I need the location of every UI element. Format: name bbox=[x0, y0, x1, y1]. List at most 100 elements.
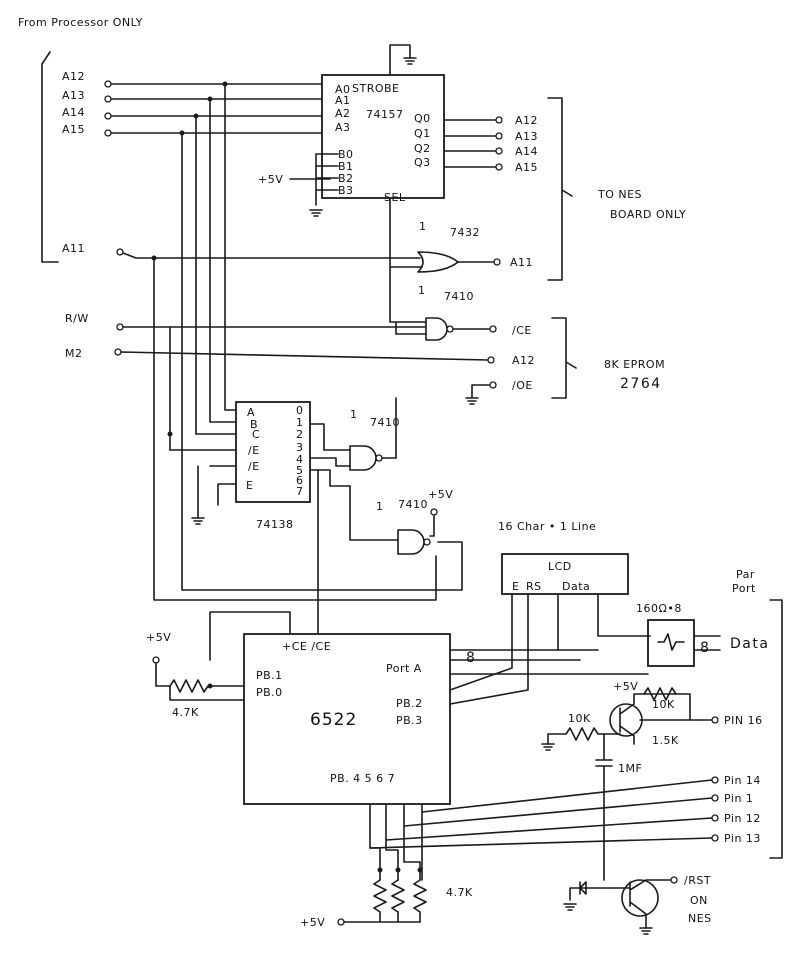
terminal-a11 bbox=[116, 248, 124, 256]
pin-138-e3: E bbox=[246, 479, 253, 492]
e-ground-symbol bbox=[191, 517, 205, 525]
wire-10k-a bbox=[547, 733, 567, 745]
pin-138-o2: 2 bbox=[296, 428, 304, 441]
bus-porta bbox=[449, 593, 651, 661]
pin-138-e2: /E bbox=[248, 460, 260, 473]
pin-138-a: A bbox=[247, 406, 255, 419]
terminal-q2 bbox=[495, 147, 503, 155]
wire-a15-138 bbox=[181, 132, 463, 591]
input-a13-label: A13 bbox=[62, 89, 85, 102]
nes-a15-label: A15 bbox=[515, 161, 538, 174]
terminal-rst bbox=[670, 876, 678, 884]
terminal-pin1 bbox=[711, 794, 719, 802]
terminal-m2 bbox=[114, 348, 122, 356]
rst-on-label: ON bbox=[690, 894, 708, 907]
lcd-name: LCD bbox=[548, 560, 572, 573]
b-ground-symbol bbox=[309, 209, 323, 217]
plus5v-label-5: +5V bbox=[300, 916, 325, 929]
eprom-a12-label: A12 bbox=[512, 354, 535, 367]
via-pb1-label: PB.1 bbox=[256, 669, 283, 682]
pin14-label: Pin 14 bbox=[724, 774, 761, 787]
parport-bracket bbox=[769, 599, 783, 859]
nand-gate-mid bbox=[349, 445, 377, 471]
pin-a1: A1 bbox=[335, 94, 351, 107]
ic-6522 bbox=[243, 633, 451, 805]
pullups-value-label: 4.7K bbox=[446, 886, 473, 899]
wire-lcd-e bbox=[449, 593, 513, 691]
nand-mid-fraction: 1 bbox=[350, 408, 358, 421]
pin-q0: Q0 bbox=[414, 112, 431, 125]
cap-label: 1MF bbox=[618, 762, 642, 775]
junction-pull-1 bbox=[377, 867, 383, 873]
nand-ce-name: 7410 bbox=[444, 290, 474, 303]
wire-pullups-5v bbox=[343, 911, 421, 923]
lcd-data-pin: Data bbox=[562, 580, 590, 593]
nand-gate-low bbox=[397, 529, 425, 555]
input-a11-label: A11 bbox=[62, 242, 85, 255]
oe-ground-symbol bbox=[465, 397, 479, 405]
wire-pin13 bbox=[369, 837, 713, 849]
nand-gate-ce bbox=[425, 317, 448, 341]
terminal-a14 bbox=[104, 112, 112, 120]
wire-pb5 bbox=[385, 803, 399, 881]
plus5v-label-1: +5V bbox=[258, 173, 283, 186]
pin-138-o3: 3 bbox=[296, 441, 304, 454]
wire-nand-low-in bbox=[349, 485, 399, 541]
wire-pb0 bbox=[169, 685, 245, 701]
to-nes-label: TO NES bbox=[597, 188, 642, 201]
ic-74157-strobe-label: STROBE bbox=[352, 82, 400, 95]
pin-q3: Q3 bbox=[414, 156, 431, 169]
eprom-part-label: 2764 bbox=[620, 376, 662, 392]
via-pb3-label: PB.3 bbox=[396, 714, 423, 727]
junction-a12 bbox=[222, 81, 228, 87]
pullup-value-label: 4.7K bbox=[172, 706, 199, 719]
junction-pb1 bbox=[207, 683, 213, 689]
pin-a3: A3 bbox=[335, 121, 351, 134]
resistor-10k-b bbox=[643, 687, 677, 701]
junction-a15 bbox=[179, 130, 185, 136]
transistor-reset-leads bbox=[611, 879, 671, 929]
transistor-pin16-leads bbox=[619, 693, 691, 745]
wire-a12-138 bbox=[224, 83, 237, 411]
parport-data-label: Data bbox=[730, 636, 769, 652]
nand-mid-name: 7410 bbox=[370, 416, 400, 429]
transistor-reset bbox=[621, 879, 659, 917]
pin-138-o5: 5 bbox=[296, 464, 304, 477]
gnd-10k-symbol bbox=[541, 743, 555, 751]
pin-b0: B0 bbox=[338, 148, 354, 161]
wire-138-o0 bbox=[309, 423, 351, 451]
r15k-label: 1.5K bbox=[652, 734, 679, 747]
pin13-label: Pin 13 bbox=[724, 832, 761, 845]
wire-pb-5v bbox=[155, 662, 171, 687]
pin12-label: Pin 12 bbox=[724, 812, 761, 825]
gnd-reset-symbol bbox=[639, 927, 653, 935]
wire-pb6 bbox=[403, 803, 421, 881]
input-rw-label: R/W bbox=[65, 312, 89, 325]
resistor-10k-a bbox=[565, 727, 621, 741]
wire-138-o4 bbox=[309, 469, 351, 487]
wire-nand-low-5v bbox=[429, 514, 435, 537]
gnd-diode-symbol bbox=[563, 903, 577, 911]
nes-a14-label: A14 bbox=[515, 145, 538, 158]
terminal-eprom-oe bbox=[489, 381, 497, 389]
wire-nand-mid-out bbox=[381, 397, 397, 459]
wire-e3-138 bbox=[217, 483, 237, 506]
or-gate-fraction-num: 1 bbox=[419, 220, 427, 233]
plus5v-label-4: +5V bbox=[613, 680, 638, 693]
pin-a2: A2 bbox=[335, 107, 351, 120]
pin-b3: B3 bbox=[338, 184, 354, 197]
terminal-pullups-5v bbox=[337, 918, 345, 926]
junction-a11 bbox=[151, 255, 157, 261]
lcd-e-pin: E bbox=[512, 580, 519, 593]
wire-a13-138 bbox=[209, 98, 237, 423]
resistor-network bbox=[647, 619, 695, 667]
pin-a0: A0 bbox=[335, 83, 351, 96]
input-m2-label: M2 bbox=[65, 347, 83, 360]
nand-ce-fraction: 1 bbox=[418, 284, 426, 297]
parport-label2: Port bbox=[732, 582, 756, 595]
lcd-caption: 16 Char • 1 Line bbox=[498, 520, 596, 533]
or-gate-name: 7432 bbox=[450, 226, 480, 239]
or-gate-fraction: 1 bbox=[419, 220, 427, 233]
terminal-nand-5v bbox=[430, 508, 438, 516]
pin-q2: Q2 bbox=[414, 142, 431, 155]
